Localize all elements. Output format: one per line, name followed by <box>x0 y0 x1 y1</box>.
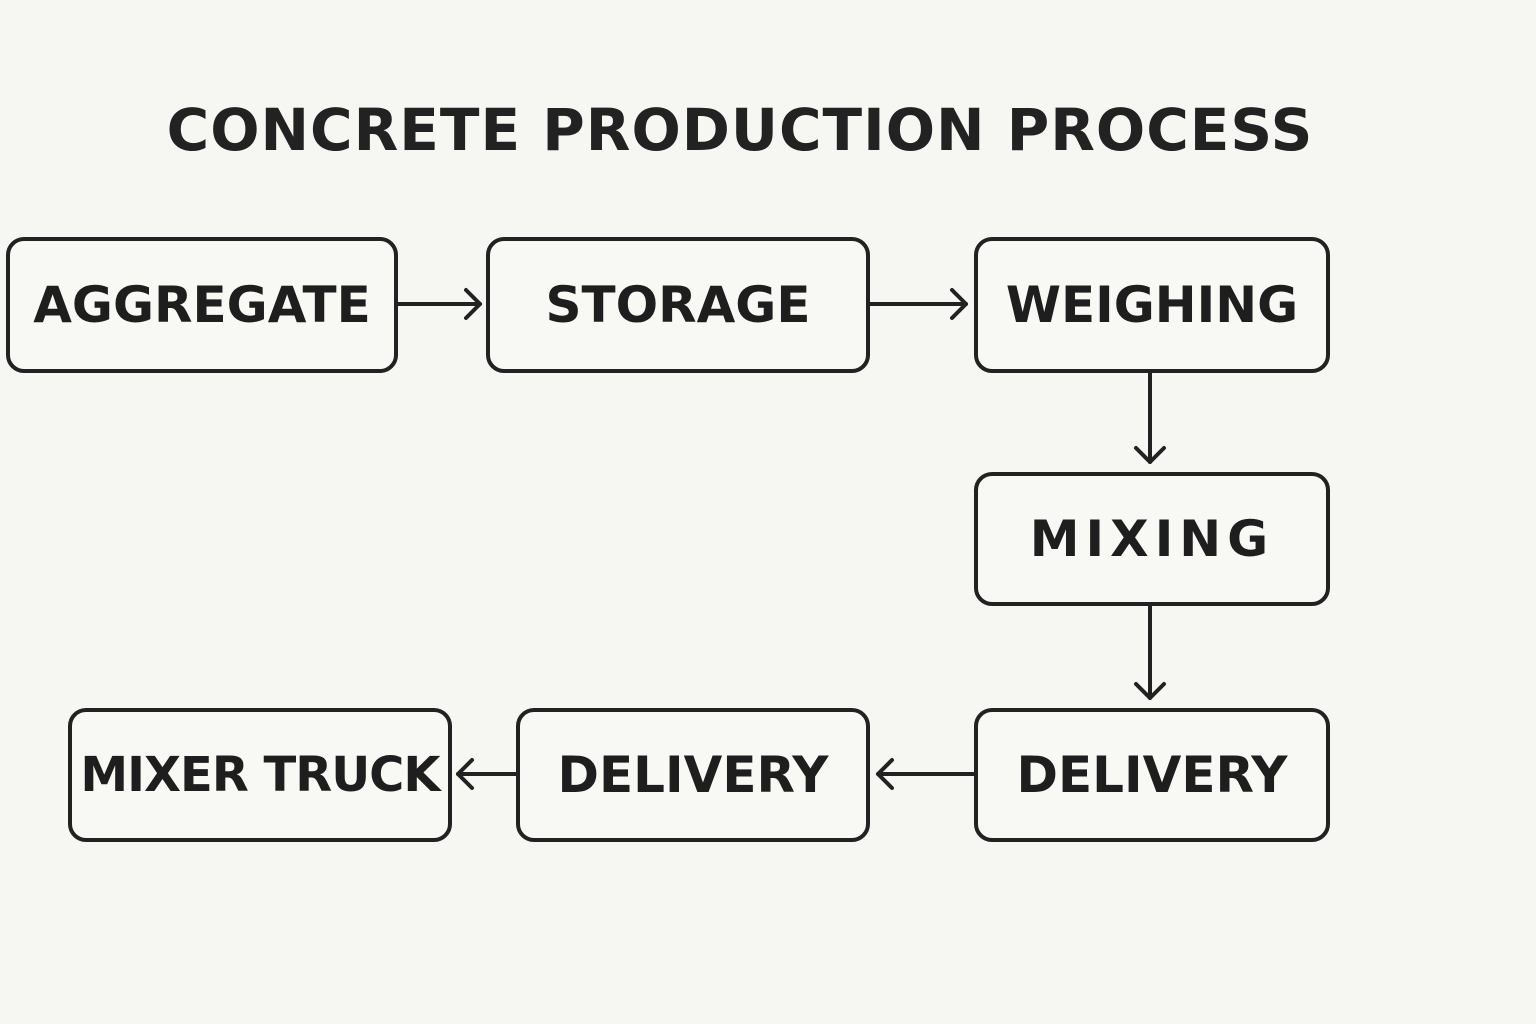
node-mixer-truck[interactable]: MIXER TRUCK <box>68 708 452 842</box>
node-weighing[interactable]: WEIGHING <box>974 237 1330 373</box>
diagram-title: CONCRETE PRODUCTION PROCESS <box>166 96 1314 164</box>
arrow-delivery-to-mixer-truck <box>456 758 518 790</box>
arrow-storage-to-weighing <box>868 288 968 320</box>
node-label: AGGREGATE <box>33 276 371 334</box>
node-label: DELIVERY <box>557 746 829 804</box>
node-label: MIXING <box>1029 510 1275 568</box>
arrow-delivery-to-delivery <box>876 758 976 790</box>
arrow-weighing-to-mixing <box>1134 371 1166 464</box>
node-aggregate[interactable]: AGGREGATE <box>6 237 398 373</box>
arrow-aggregate-to-storage <box>396 288 482 320</box>
node-label: DELIVERY <box>1016 746 1288 804</box>
node-delivery-2[interactable]: DELIVERY <box>516 708 870 842</box>
node-mixing[interactable]: MIXING <box>974 472 1330 606</box>
node-label: MIXER TRUCK <box>80 747 440 803</box>
node-label: STORAGE <box>545 276 811 334</box>
node-storage[interactable]: STORAGE <box>486 237 870 373</box>
node-delivery-1[interactable]: DELIVERY <box>974 708 1330 842</box>
node-label: WEIGHING <box>1005 276 1299 334</box>
arrow-mixing-to-delivery <box>1134 604 1166 700</box>
